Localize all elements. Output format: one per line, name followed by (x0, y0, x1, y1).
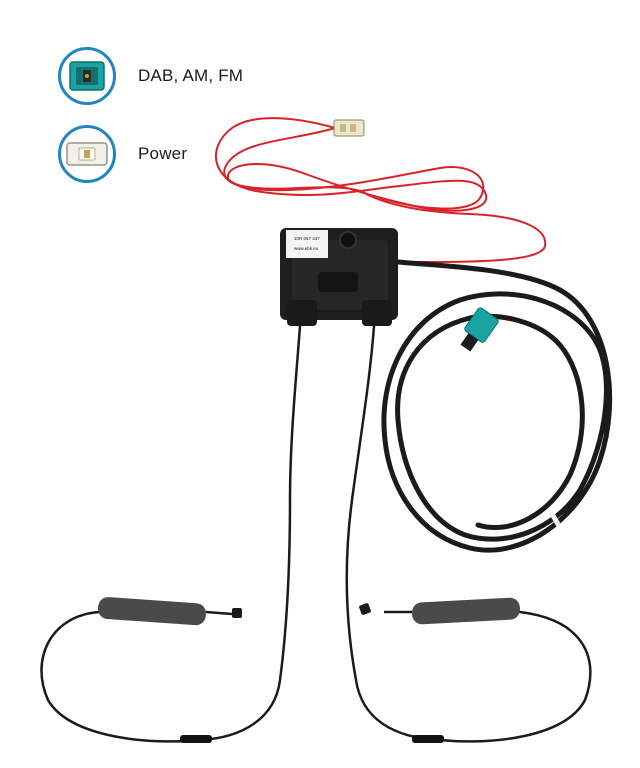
amplifier-module (280, 228, 398, 326)
connector-legend: DAB, AM, FM Power (58, 44, 318, 200)
module-label-line-2: www.ebk.eu (294, 246, 319, 251)
module-label-line-1: 10R 067 437 (294, 236, 320, 241)
antenna-cables (40, 324, 592, 743)
legend-label-dab: DAB, AM, FM (138, 66, 244, 85)
fakra-connector (460, 307, 499, 352)
legend-circle-power (58, 125, 116, 183)
legend-label-power: Power (138, 144, 188, 163)
left-antenna-sleeve (98, 597, 242, 626)
right-inline-tube (412, 735, 444, 743)
cable-tie (549, 511, 562, 528)
legend-circle-dab (58, 47, 116, 105)
legend-item-power: Power (58, 122, 318, 186)
legend-item-dab: DAB, AM, FM (58, 44, 318, 108)
fakra-connector-icon (69, 61, 105, 91)
power-connector (333, 119, 365, 137)
black-cable-coil (381, 259, 613, 553)
power-connector-icon (66, 142, 108, 166)
right-antenna-sleeve (359, 597, 520, 625)
left-inline-tube (180, 735, 212, 743)
